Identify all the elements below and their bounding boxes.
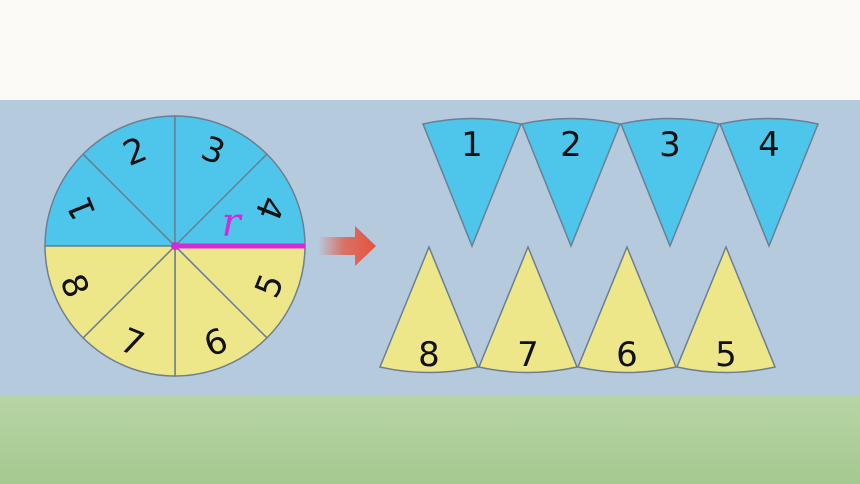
circle: 1 2 3 4 5 6 7 8 r (44, 115, 306, 377)
bottom-row: 8 7 6 5 (378, 245, 777, 375)
sector-piece-2: 2 (520, 117, 622, 249)
piece-label-5: 5 (715, 335, 737, 375)
sector-piece-5: 5 (675, 245, 777, 375)
circle-sector-3 (174, 115, 268, 248)
bottom-band (0, 396, 860, 484)
circle-sector-6 (174, 244, 268, 377)
radius-label: r (221, 200, 243, 246)
top-row: 1 2 3 4 (421, 117, 820, 249)
circle-sector-1 (44, 153, 177, 247)
piece-label-7: 7 (517, 335, 539, 375)
sector-piece-3: 3 (619, 117, 721, 249)
circle-sector-8 (44, 245, 177, 339)
sector-piece-4: 4 (718, 117, 820, 249)
sector-piece-6: 6 (576, 245, 678, 375)
circle-sector-2 (82, 115, 176, 248)
sector-piece-8: 8 (378, 245, 480, 375)
piece-label-2: 2 (560, 125, 582, 165)
circle-sector-4 (173, 153, 306, 247)
piece-label-3: 3 (659, 125, 681, 165)
piece-label-6: 6 (616, 335, 638, 375)
right-arrow-icon (318, 226, 376, 266)
piece-label-1: 1 (461, 125, 483, 165)
center-dot (171, 242, 179, 250)
top-band (0, 0, 860, 100)
circle-sector-5 (173, 245, 306, 339)
piece-label-4: 4 (758, 125, 780, 165)
circle-sector-7 (82, 244, 176, 377)
sector-piece-1: 1 (421, 117, 523, 249)
piece-label-8: 8 (418, 335, 440, 375)
sector-piece-7: 7 (477, 245, 579, 375)
